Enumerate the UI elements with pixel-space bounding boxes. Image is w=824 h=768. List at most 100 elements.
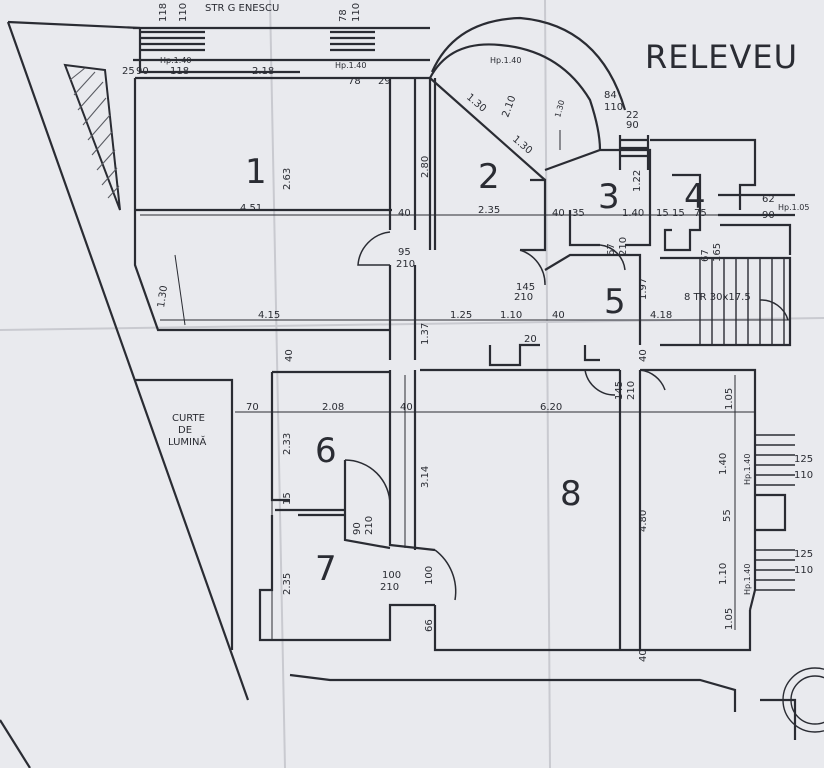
dim-label: 20 [524,334,537,345]
dim-label: Hp.1.40 [160,56,191,65]
dim-label: 40 [400,402,413,413]
dim-label: 66 [424,619,435,632]
dim-label: 1.97 [638,278,649,300]
dim-label: 25 [122,66,135,77]
dim-label: 40 [284,349,295,362]
dim-label: 2.80 [420,156,431,178]
walls [0,16,797,768]
dim-label: 78 [338,9,349,22]
dim-label: 1.40 [622,208,644,219]
dim-label: 8 TR 30x17.5 [684,292,751,303]
dim-label: 29 [378,76,391,87]
dim-label: 15 [656,208,669,219]
room-1-label: 1 [245,152,267,192]
dim-label: 40 [638,349,649,362]
dim-label: 110 [604,102,623,113]
courtyard-line-1: CURTE [172,413,205,424]
stamp [782,667,824,733]
courtyard-label: CURTE DE LUMINĂ [168,413,206,448]
dim-label: 110 [794,565,813,576]
dim-label: Hp.1.40 [335,61,366,70]
dim-label: Hp.1.40 [490,56,521,65]
dim-label: 145 [516,282,535,293]
courtyard-line-3: LUMINĂ [168,435,206,448]
dim-label: 40 [552,310,565,321]
dim-label: 2.35 [282,573,293,595]
dim-label: 2.08 [322,402,344,413]
dim-label: 1.05 [724,388,735,410]
dim-label: 1.10 [718,563,729,585]
dim-label: 1.22 [632,170,643,192]
dim-label: 1.05 [724,608,735,630]
dim-label: 2.63 [282,168,293,190]
dim-label: 6.20 [540,402,562,413]
dim-label: 67 [700,249,711,262]
dim-label: 4.51 [240,203,262,214]
dim-label: 165 [712,243,723,262]
dim-label: 1.40 [718,453,729,475]
hatched-column [63,63,121,211]
dim-label: 4.15 [258,310,280,321]
room-2-label: 2 [478,157,500,197]
courtyard-line-2: DE [178,425,192,436]
dim-label: Hp.1.05 [778,203,809,212]
dim-label: 210 [364,516,375,535]
dim-label: 40 [552,208,565,219]
dim-label: 110 [351,3,362,22]
dim-label: 118 [170,66,189,77]
dimension-lines [140,77,790,640]
dim-label: 22 [626,110,639,121]
dim-label: 110 [178,3,189,22]
dim-label: 145 [614,381,625,400]
dim-label: 1.10 [500,310,522,321]
dim-label: 2.10 [500,94,518,119]
dim-label: 40 [398,208,411,219]
dim-label: 15 [672,208,685,219]
page-title: RELEVEU [645,38,798,76]
dim-label: 1.30 [156,285,170,309]
dim-label: 84 [604,90,617,101]
dim-label: 95 [398,247,411,258]
dim-label: 210 [380,582,399,593]
dim-label: 210 [514,292,533,303]
dim-label: 210 [618,237,629,256]
dim-label: 1.25 [450,310,472,321]
dim-label: 2.18 [252,66,274,77]
dim-label: 2.33 [282,433,293,455]
room-labels: 1 2 3 4 5 6 7 8 [245,152,706,589]
room-7-label: 7 [315,549,337,589]
dim-label: 90 [136,66,149,77]
dim-label: 62 [762,194,775,205]
dim-label: 1.30 [553,99,566,119]
dim-label: 15 [282,492,293,505]
dim-label: 78 [348,76,361,87]
dim-label: 118 [158,3,169,22]
dim-label: Hp.1.40 [743,454,752,485]
dim-label: 35 [572,208,585,219]
dim-label: 67 [606,243,617,256]
door-swings [344,231,789,601]
dim-label: 2.35 [478,205,500,216]
room-5-label: 5 [604,282,626,322]
dim-label: 110 [794,470,813,481]
dim-label: 210 [396,259,415,270]
dim-label: 75 [694,208,707,219]
room-3-label: 3 [598,177,620,217]
dim-label: 125 [794,454,813,465]
dim-label: 40 [638,649,649,662]
room-4-label: 4 [684,177,706,217]
dim-label: 4.80 [638,510,649,532]
room-6-label: 6 [315,431,337,471]
dim-label: 4.18 [650,310,672,321]
room-8-label: 8 [560,474,582,514]
dimension-labels: 118 110 78 110 Hp.1.40 118 Hp.1.40 78 29… [122,3,813,662]
dim-label: 210 [626,381,637,400]
dim-label: 90 [762,210,775,221]
dim-label: 55 [722,509,733,522]
dim-label: 90 [626,120,639,131]
street-label: STR G ENESCU [205,3,279,14]
dim-label: 1.37 [420,323,431,345]
dim-label: 3.14 [420,466,431,488]
